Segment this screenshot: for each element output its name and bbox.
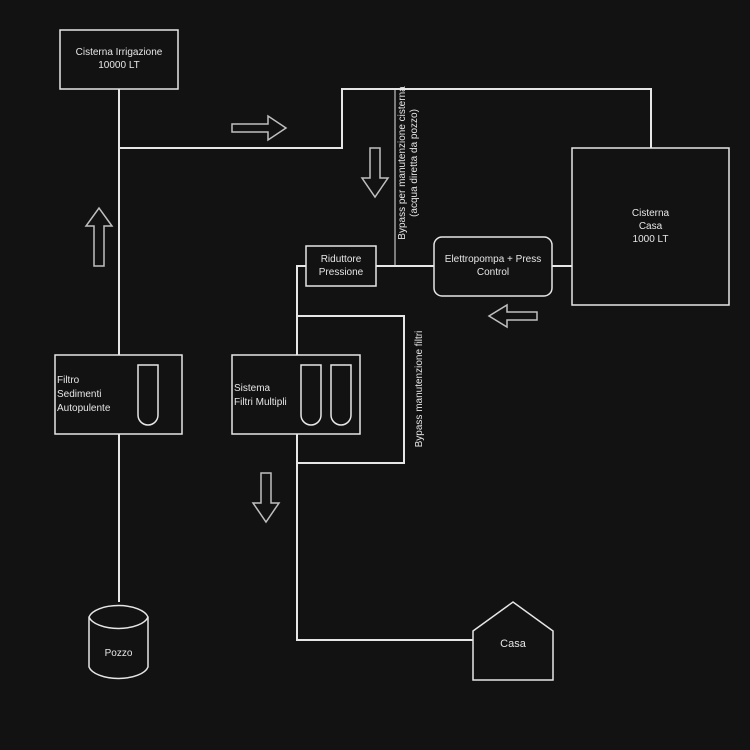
sistema-filtri-label: Sistema Filtri Multipli (234, 383, 287, 408)
elettropompa-label: Elettropompa + Press Control (444, 254, 542, 278)
filter-cartridge-icon (137, 364, 159, 426)
pozzo-cylinder-rim (88, 616, 149, 630)
flow-up-arrow-icon (84, 206, 114, 267)
filter-cartridge-icon (300, 364, 322, 426)
filter-cartridge-icon (330, 364, 352, 426)
riduttore-pressione-label: Riduttore Pressione (318, 254, 364, 278)
casa-label: Casa (500, 638, 526, 650)
cisterna-casa-label: Cisterna Casa 1000 LT (631, 208, 670, 245)
pozzo-label: Pozzo (104, 648, 133, 659)
cisterna-irrigazione-box[interactable] (59, 29, 179, 90)
flow-left-arrow-icon (487, 303, 538, 329)
pipe-bypass-filtri (297, 315, 405, 464)
flow-right-arrow-icon (231, 114, 288, 142)
bypass-filtri-annotation: Bypass manutenzione filtri (414, 330, 425, 448)
riduttore-pressione-box[interactable] (305, 245, 377, 287)
cisterna-irrigazione-label: Cisterna Irrigazione 10000 LT (75, 47, 163, 71)
pipe-irrigazione-to-casa-cistern (119, 88, 652, 149)
flow-down-casa-arrow-icon (251, 472, 281, 524)
elettropompa-box[interactable] (433, 236, 553, 297)
filtro-sedimenti-box[interactable] (54, 354, 183, 435)
pozzo-cylinder[interactable] (88, 604, 149, 680)
casa-house-shape[interactable] (472, 601, 554, 681)
pipe-riduttore-to-filters (296, 265, 306, 355)
pipe-filters-to-casa (296, 434, 473, 641)
bypass-cisterna-annotation: Bypass per manutenzione cisterna (acqua … (397, 86, 420, 240)
flow-down-bypass-arrow-icon (360, 147, 390, 199)
cisterna-casa-box[interactable] (571, 147, 730, 306)
filtro-sedimenti-label: Filtro Sedimenti Autopulente (57, 375, 111, 414)
